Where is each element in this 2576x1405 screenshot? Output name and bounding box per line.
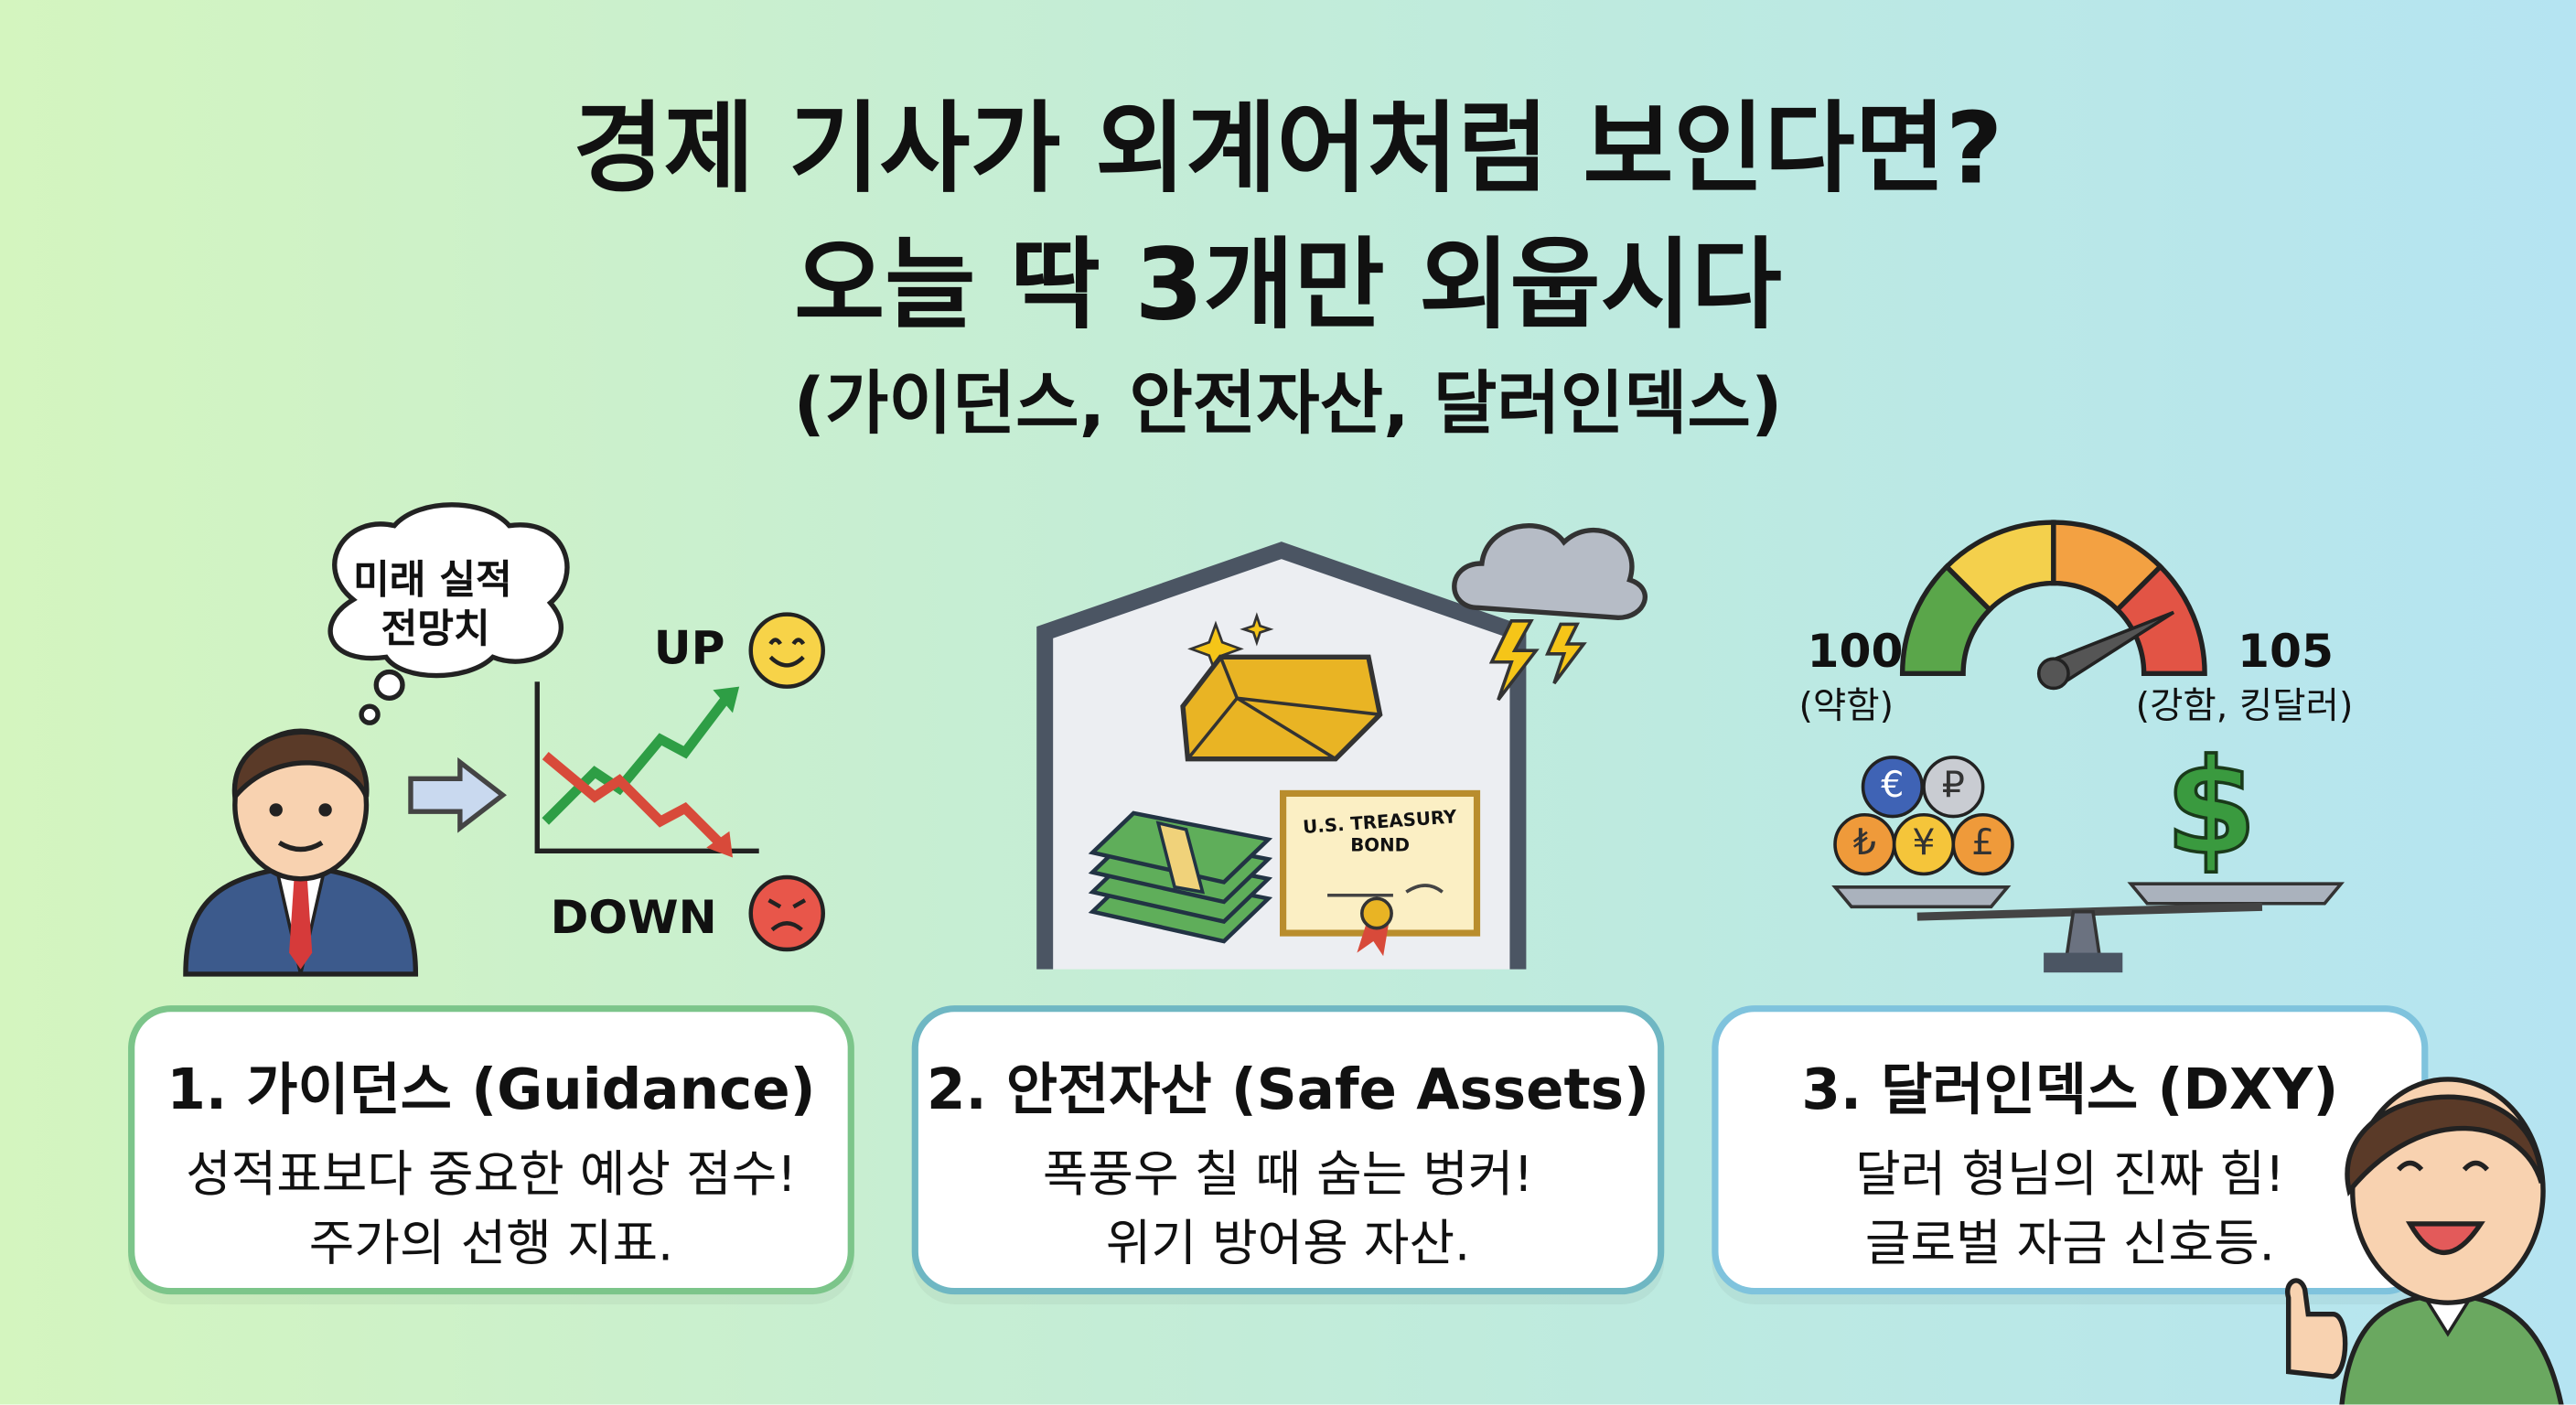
dollar-sign-icon: $ xyxy=(2163,729,2259,885)
smiley-face-icon xyxy=(748,612,825,689)
coin-euro: € xyxy=(1861,756,1924,819)
card-title: 1. 가이던스 (Guidance) xyxy=(166,1057,816,1124)
bubble-text-1: 미래 실적 xyxy=(353,556,512,604)
card-dollar-index: 3. 달러인덱스 (DXY) 달러 형님의 진짜 힘! 글로벌 자금 신호등. xyxy=(1712,1005,2429,1295)
card-line-1: 달러 형님의 진짜 힘! xyxy=(1855,1146,2285,1205)
card-safe-assets: 2. 안전자산 (Safe Assets) 폭풍우 칠 때 숨는 벙커! 위기 … xyxy=(911,1005,1665,1295)
down-label: DOWN xyxy=(550,890,717,945)
bubble-text-2: 전망치 xyxy=(381,606,490,652)
up-label: UP xyxy=(653,620,725,676)
sad-face-icon xyxy=(748,874,825,952)
coin-yen: ¥ xyxy=(1892,812,1956,876)
treasury-bond-certificate-icon xyxy=(1280,789,1481,957)
businessman-icon xyxy=(183,728,419,977)
thought-bubble-icon xyxy=(327,502,570,725)
gauge-max-value: 105 xyxy=(2238,624,2334,679)
cash-stack-icon xyxy=(1088,810,1273,944)
thumbs-up-mascot-icon xyxy=(2285,1077,2564,1405)
coin-pound: £ xyxy=(1951,812,2014,876)
gauge-max-note: (강함, 킹달러) xyxy=(2135,686,2354,728)
card-title: 2. 안전자산 (Safe Assets) xyxy=(926,1057,1649,1124)
coin-lira: ₺ xyxy=(1833,812,1896,876)
balance-scale-icon xyxy=(1831,882,2345,973)
card-line-2: 글로벌 자금 신호등. xyxy=(1864,1215,2275,1273)
title-line-2: 오늘 딱 3개만 외웁시다 xyxy=(794,228,1782,344)
line-chart-icon xyxy=(534,681,759,858)
gauge-min-note: (약함) xyxy=(1798,686,1894,728)
title-line-1: 경제 기사가 외계어처럼 보인다면? xyxy=(573,91,2003,208)
gauge-icon xyxy=(1899,520,2207,691)
coin-ruble: ₽ xyxy=(1922,756,1985,819)
card-line-1: 성적표보다 중요한 예상 점수! xyxy=(186,1146,797,1205)
storm-cloud-icon xyxy=(1452,523,1648,702)
title-line-3: (가이던스, 안전자산, 달러인덱스) xyxy=(793,362,1783,444)
gold-bar-icon xyxy=(1180,654,1383,762)
card-line-1: 폭풍우 칠 때 숨는 벙커! xyxy=(1042,1146,1534,1205)
arrow-right-icon xyxy=(408,756,507,833)
bond-text-2: BOND xyxy=(1350,834,1411,856)
card-title: 3. 달러인덱스 (DXY) xyxy=(1801,1057,2339,1124)
card-line-2: 주가의 선행 지표. xyxy=(308,1215,674,1273)
card-line-2: 위기 방어용 자산. xyxy=(1105,1215,1471,1273)
gauge-min-value: 100 xyxy=(1807,624,1904,679)
card-guidance: 1. 가이던스 (Guidance) 성적표보다 중요한 예상 점수! 주가의 … xyxy=(128,1005,854,1295)
gauge-hub xyxy=(2036,657,2070,691)
